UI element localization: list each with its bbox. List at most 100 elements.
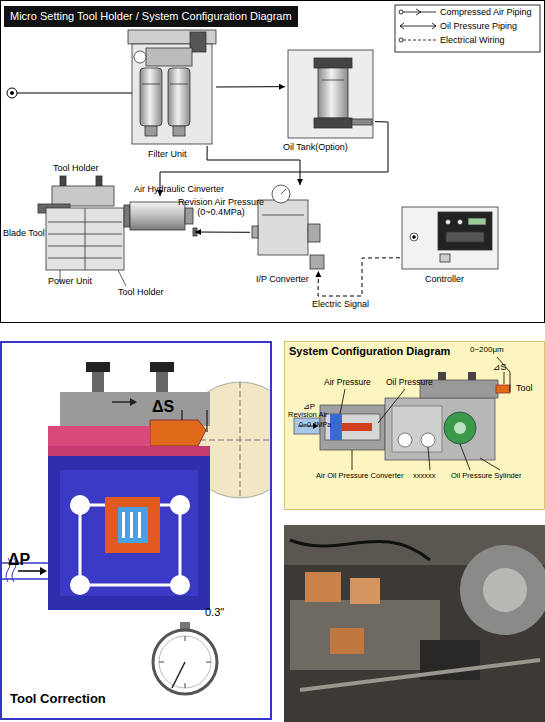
oil-tank-drawing-part: [322, 80, 344, 81]
tool-correction-panel-part: [105, 497, 160, 553]
part-label: 0~0.4MPa: [299, 421, 331, 429]
part-label: Oil Pressure: [386, 378, 433, 388]
filter-unit-drawing-part: [145, 126, 157, 136]
tool-correction-panel-part-part: [179, 505, 182, 585]
tool-correction-panel-part: [185, 683, 186, 688]
legend-frame-part: [400, 12, 436, 13]
component-label: I/P Converter: [256, 274, 309, 284]
tool-correction-panel-part: [130, 512, 133, 538]
tool-correction-panel-part: [207, 410, 208, 432]
machine-photo-part: [290, 600, 440, 670]
oil-tank-drawing-part: [314, 58, 352, 68]
cross-section-panel-part: [510, 372, 511, 392]
controller-drawing-part: [458, 220, 463, 225]
cross-section-panel-part: [378, 389, 405, 423]
machine-photo-part: [305, 572, 341, 602]
cross-section-panel-part: [454, 422, 466, 434]
connector-label: Revision Air Pressure (0~0.4MPa): [166, 197, 276, 218]
filter-unit-drawing-part: [132, 44, 212, 144]
ip-converter-drawing-part: [272, 185, 290, 203]
legend-frame-part: [400, 23, 436, 29]
air-inlet-part: [7, 88, 17, 98]
part-label: System Configuration Diagram: [289, 345, 450, 358]
pipe-connector: [216, 86, 285, 87]
part-label: 0~200μm: [470, 345, 504, 354]
oil-tank-drawing: [288, 50, 373, 138]
pipe-connector: [207, 146, 300, 185]
component-box: Oil Tank(Option): [285, 48, 375, 140]
part-label: ΔS: [152, 398, 174, 416]
converter-drawing-part: [124, 205, 130, 227]
component-label: Filter Unit: [148, 149, 187, 159]
cross-section-panel-part: [330, 414, 342, 440]
cross-section-panel-part: [392, 406, 442, 452]
filter-unit-drawing-part: [173, 126, 185, 136]
component-label: Controller: [425, 274, 464, 284]
filter-unit-drawing-part: [140, 68, 162, 126]
machine-photo-part: [460, 545, 545, 635]
legend-frame-part: [400, 26, 436, 27]
pipe-connector: [160, 122, 388, 196]
filter-unit-drawing: [128, 30, 216, 144]
component-box: Controller: [400, 205, 500, 271]
controller-drawing-part: [446, 220, 451, 225]
tool-holder-drawing-part: [46, 208, 124, 270]
component-label: Air Hydraulic Cinverter: [134, 184, 224, 194]
tool-correction-panel-part: [153, 630, 217, 694]
tool-correction-panel: [1, 342, 298, 719]
part-label: ΔP: [8, 551, 30, 569]
air-inlet-part: [11, 92, 14, 95]
cross-section-panel-part: [468, 372, 476, 380]
oil-tank-drawing-part: [318, 68, 348, 118]
legend-frame-part: [399, 10, 403, 14]
converter-drawing-part: [193, 228, 197, 236]
top-frame-part: [1, 1, 545, 323]
cross-section-panel: [285, 342, 545, 510]
part-label: Tool Holder: [118, 287, 164, 297]
top-frame: [1, 1, 545, 323]
cross-section-panel-part: [460, 444, 470, 470]
controller-drawing: [402, 207, 498, 269]
controller-drawing-part: [468, 218, 486, 225]
tool-correction-panel-part: [156, 372, 168, 392]
legend-text: Compressed Air Piping: [440, 7, 532, 17]
cross-section-panel-part: [342, 423, 372, 431]
converter-drawing-part: [130, 202, 185, 230]
filter-unit-drawing-part: [168, 68, 190, 126]
cross-section-panel-part: [428, 447, 430, 470]
legend-frame-part: [395, 5, 540, 52]
legend-frame-part: [399, 38, 403, 42]
tool-correction-panel-part: [182, 410, 183, 420]
pipe-connector: [195, 232, 250, 233]
part-label: Tool Holder: [53, 163, 99, 173]
air-inlet-part: [17, 93, 134, 94]
machine-photo: [284, 525, 545, 722]
legend-text: Electrical Wiring: [440, 35, 505, 45]
ip-converter-drawing-part: [308, 224, 320, 242]
tool-holder-drawing-part: [96, 176, 102, 186]
tool-correction-panel-part: [159, 662, 164, 663]
legend-frame-part: [416, 9, 421, 15]
tool-correction-panel-part: [159, 636, 211, 688]
tool-correction-panel-part: [122, 512, 125, 538]
tool-correction-panel-part-part: [240, 382, 241, 498]
part-label: Blade Tool: [3, 228, 45, 238]
ip-converter-drawing-part: [310, 255, 324, 269]
tool-correction-panel-part: [86, 362, 110, 372]
tool-correction-panel-part: [2, 578, 48, 580]
machine-photo-part: [300, 660, 540, 690]
tool-correction-panel-part: [170, 495, 190, 515]
component-label: Oil Tank(Option): [283, 142, 348, 152]
tool-correction-panel-part: [172, 662, 185, 688]
tool-holder-drawing-part: [85, 208, 86, 270]
ip-converter-drawing-part: [281, 189, 286, 194]
tool-holder-drawing: [38, 176, 126, 286]
tool-correction-panel-part: [170, 575, 190, 595]
tool-correction-panel-part: [150, 420, 206, 446]
tool-correction-panel-part: [48, 456, 210, 610]
controller-drawing-part: [438, 212, 492, 250]
tool-correction-panel-part: [138, 512, 141, 538]
tool-correction-panel-part: [60, 470, 198, 596]
tool-correction-panel-part-part: [79, 505, 82, 585]
